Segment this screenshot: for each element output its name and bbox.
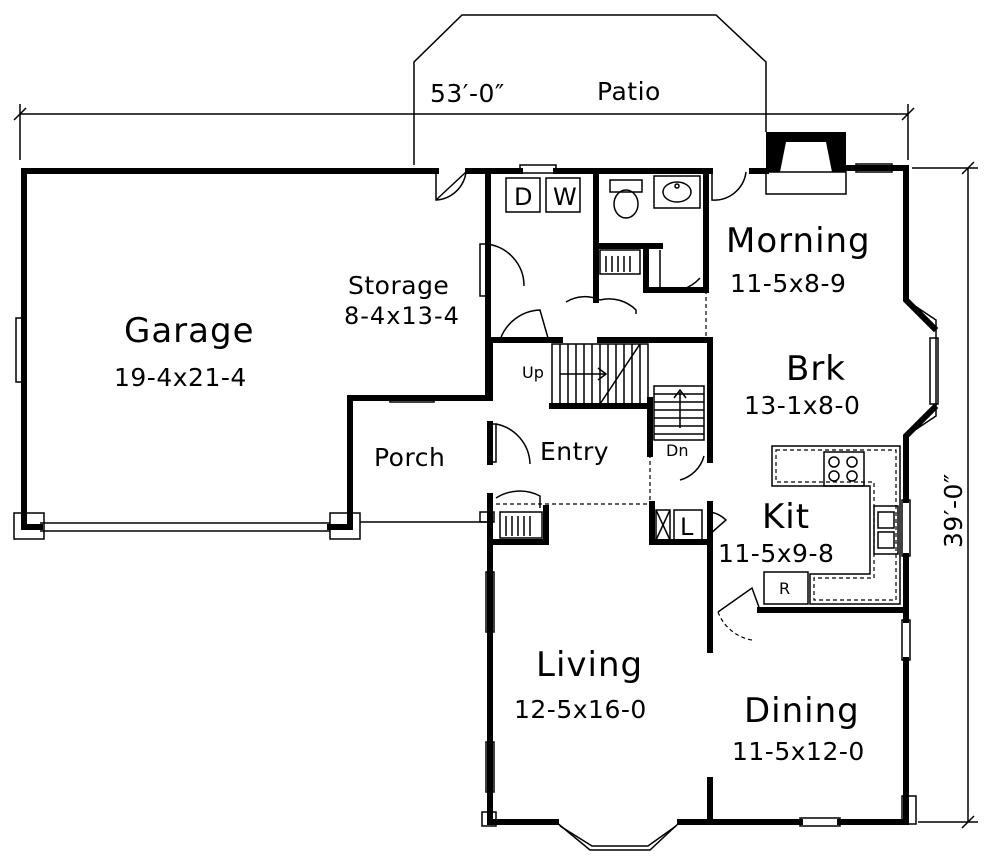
- morning-size: 11-5x8-9: [730, 269, 846, 298]
- breakfast-bay-window: [905, 299, 939, 437]
- kitchen-size: 11-5x9-8: [718, 539, 834, 568]
- stairs-down-label: Dn: [666, 441, 688, 460]
- morning-name: Morning: [726, 221, 871, 261]
- garage-size: 19-4x21-4: [114, 363, 247, 392]
- stairs: [551, 343, 705, 441]
- closet-shelving: [499, 249, 703, 541]
- patio-outline: [413, 14, 767, 165]
- garage-name: Garage: [124, 311, 255, 351]
- depth-dimension-line: [912, 161, 978, 829]
- width-dimension-label: 53′-0″: [430, 79, 505, 108]
- storage-size: 8-4x13-4: [344, 302, 460, 330]
- open-plan-dashed-lines: [496, 290, 707, 505]
- dining-name: Dining: [744, 691, 860, 731]
- laundry-appliances: [505, 177, 581, 213]
- storage-name: Storage: [348, 271, 449, 300]
- porch-name: Porch: [374, 443, 445, 472]
- bath-fixtures: [609, 175, 701, 219]
- breakfast-size: 13-1x8-0: [744, 391, 860, 420]
- patio-label: Patio: [597, 77, 661, 106]
- refrigerator-label: R: [779, 579, 790, 598]
- interior-walls: [487, 168, 909, 825]
- dryer-label: D: [514, 183, 533, 211]
- kitchen-name: Kit: [762, 497, 810, 537]
- living-size: 12-5x16-0: [514, 695, 647, 724]
- fireplace: [765, 132, 847, 195]
- width-dimension-line: [13, 104, 915, 160]
- washer-label: W: [553, 183, 578, 211]
- depth-dimension-label: 39′-0″: [939, 473, 968, 548]
- kitchen-counters: [763, 445, 901, 605]
- dining-size: 11-5x12-0: [732, 737, 865, 766]
- living-bay-window: [555, 821, 681, 851]
- entry-name: Entry: [540, 437, 609, 466]
- doors: [435, 171, 761, 641]
- windows: [479, 163, 917, 827]
- breakfast-name: Brk: [786, 349, 846, 389]
- stairs-up-label: Up: [522, 363, 544, 382]
- living-name: Living: [536, 645, 643, 685]
- garage-walls: [13, 168, 491, 540]
- linen-label: L: [680, 513, 694, 541]
